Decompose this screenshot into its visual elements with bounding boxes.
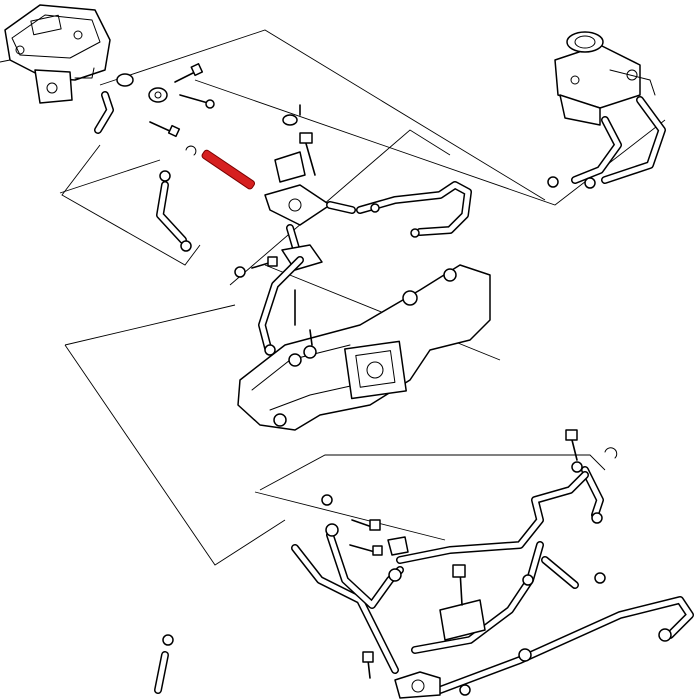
upper-fasteners bbox=[94, 63, 215, 252]
center-bracket bbox=[234, 114, 356, 278]
exhaust-manifold bbox=[237, 104, 491, 431]
upper-right-pipe bbox=[356, 181, 472, 238]
lower-pipes bbox=[154, 429, 694, 699]
egr-valve bbox=[547, 31, 666, 189]
highlighted-tube bbox=[201, 149, 256, 190]
control-module bbox=[0, 4, 111, 104]
